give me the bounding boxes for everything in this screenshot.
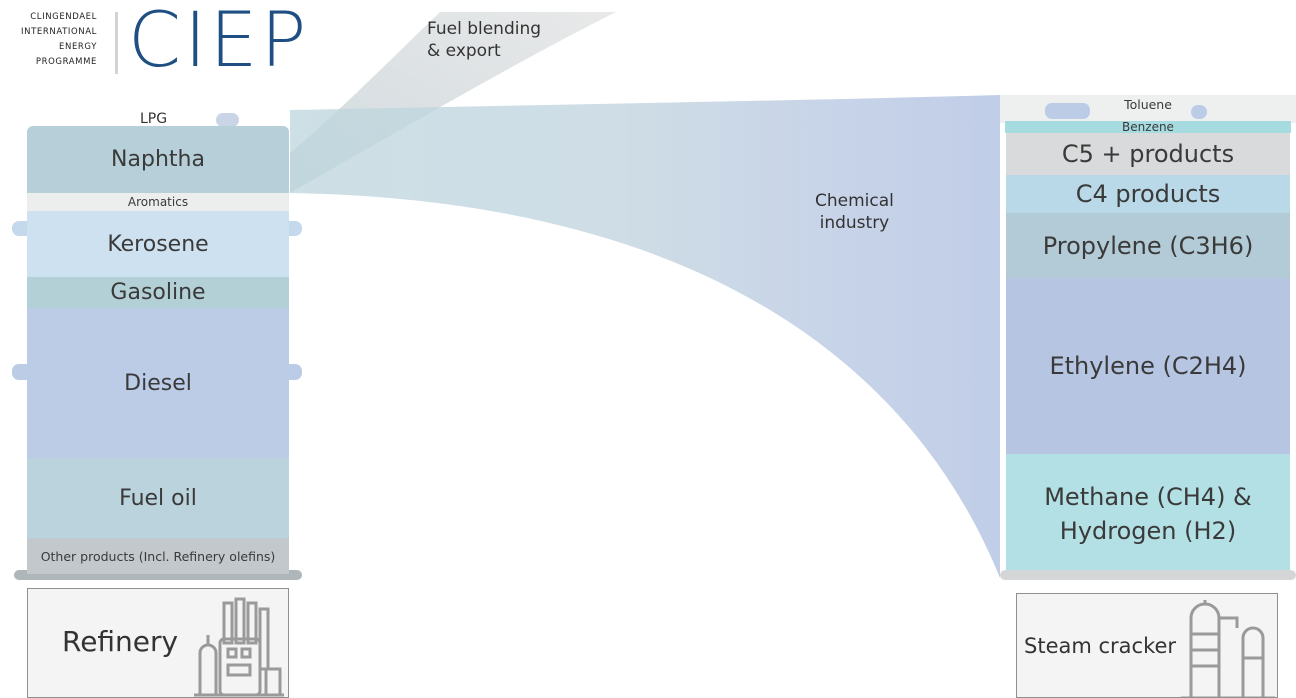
logo-divider <box>115 12 118 74</box>
lpg-cap <box>216 113 239 127</box>
kerosene-band: Kerosene <box>27 211 289 277</box>
lpg-label: LPG <box>140 111 168 127</box>
fuel-blending-flow <box>290 12 616 193</box>
steam-cracker-label: Steam cracker <box>1024 634 1177 658</box>
chemical-industry-flow <box>290 95 1000 578</box>
gasoline-band: Gasoline <box>27 277 289 308</box>
refinery-base <box>14 570 302 580</box>
steam-cracker-icon <box>1181 600 1275 697</box>
methane-hydrogen-band: Methane (CH4) & Hydrogen (H2) <box>1006 454 1290 574</box>
hydrogen-line: Hydrogen (H2) <box>1059 517 1237 545</box>
chemical-industry-line-1: Chemical <box>815 191 894 211</box>
c4-products-band: C4 products <box>1006 175 1290 213</box>
chemical-industry-line-2: industry <box>819 213 890 233</box>
logo-line: ENERGY <box>59 42 97 52</box>
toluene-cap-left <box>1045 103 1090 119</box>
toluene-label: Toluene <box>1124 97 1172 112</box>
refinery-icon <box>194 597 284 697</box>
logo-line: PROGRAMME <box>35 57 97 67</box>
logo-acronym: CIEP <box>128 0 310 84</box>
c5-products-band: C5 + products <box>1006 133 1290 175</box>
methane-line: Methane (CH4) & <box>1044 483 1252 511</box>
refinery-box: Refinery <box>27 588 289 698</box>
steam-cracker-box: Steam cracker <box>1016 593 1278 698</box>
logo-line: INTERNATIONAL <box>21 27 97 37</box>
refinery-label: Refinery <box>62 625 179 658</box>
logo-org-name: CLINGENDAEL INTERNATIONAL ENERGY PROGRAM… <box>0 10 97 70</box>
fuel-blending-line-1: Fuel blending <box>427 19 542 39</box>
cracker-base <box>1000 570 1296 580</box>
fuel-blending-label: Fuel blending & export <box>427 18 541 62</box>
benzene-band: Benzene <box>1005 120 1291 134</box>
ethylene-band: Ethylene (C2H4) <box>1006 278 1290 454</box>
naphtha-band: Naphtha <box>27 126 289 193</box>
logo-line: CLINGENDAEL <box>30 12 97 22</box>
fuel-blending-line-2: & export <box>427 41 501 61</box>
chemical-industry-label: Chemical industry <box>815 190 894 234</box>
diesel-band: Diesel <box>27 308 289 458</box>
fuel-oil-band: Fuel oil <box>27 458 289 538</box>
toluene-cap-right <box>1191 105 1207 119</box>
propylene-band: Propylene (C3H6) <box>1006 213 1290 278</box>
aromatics-band: Aromatics <box>27 193 289 211</box>
other-products-band: Other products (Incl. Refinery olefins) <box>27 538 289 574</box>
